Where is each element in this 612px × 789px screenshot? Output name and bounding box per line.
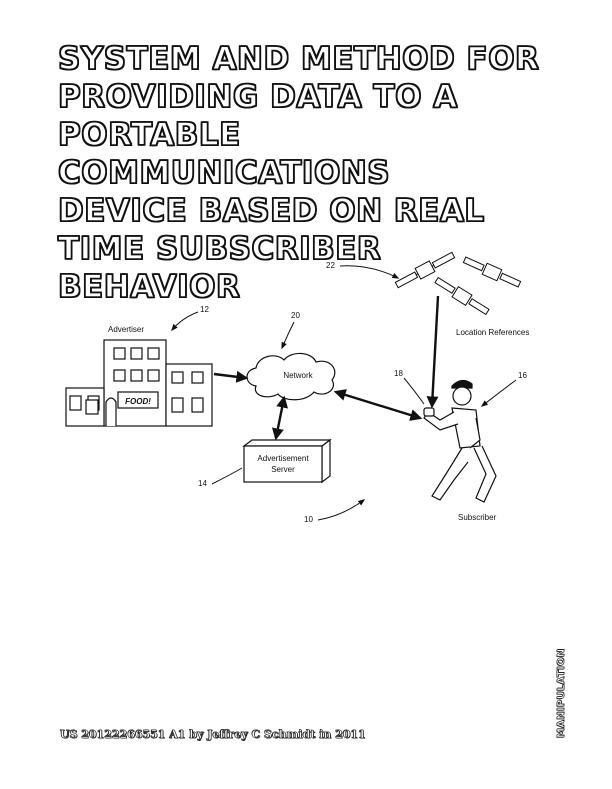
- server-ref: 14: [198, 479, 207, 488]
- device-ref-leader: [403, 377, 425, 405]
- title-line: SYSTEM AND METHOD FOR: [57, 40, 540, 78]
- satellites-ref-leader: [339, 265, 400, 279]
- satellite-icon: [434, 276, 490, 316]
- system-ref-leader: [317, 499, 366, 521]
- satellite-icon: [462, 256, 522, 288]
- title-line: DEVICE BASED ON REAL: [57, 192, 485, 230]
- server-label-line1: Advertisement: [257, 454, 309, 463]
- network-subscriber-arrow: [333, 389, 423, 421]
- title-line: PORTABLE COMMUNICATIONS: [57, 116, 391, 192]
- title-line: TIME SUBSCRIBER BEHAVIOR: [57, 230, 382, 306]
- network-ref: 20: [291, 311, 300, 320]
- satellite-icon: [394, 251, 456, 289]
- server-label-line2: Server: [271, 465, 295, 474]
- food-sign-text: FOOD!: [125, 397, 151, 406]
- network-server-arrow: [271, 395, 289, 441]
- satellite-to-device-arrow: [426, 295, 440, 409]
- subscriber-ref-leader: [480, 379, 517, 407]
- page-title: SYSTEM AND METHOD FOR PROVIDING DATA TO …: [57, 40, 558, 306]
- advertiser-label: Advertiser: [108, 325, 144, 334]
- advertisement-server: [242, 438, 332, 484]
- subscriber-figure: [423, 379, 497, 503]
- network-ref-leader: [281, 321, 295, 350]
- title-line: PROVIDING DATA TO A: [57, 78, 458, 116]
- server-ref-leader: [211, 467, 243, 485]
- side-category-label: MANIPULATION: [556, 648, 568, 738]
- subscriber-label: Subscriber: [458, 513, 497, 522]
- satellites-ref: 22: [326, 261, 335, 270]
- device-ref: 18: [394, 369, 403, 378]
- advertiser-ref: 12: [200, 305, 209, 314]
- system-ref: 10: [304, 515, 313, 524]
- location-references-label: Location References: [456, 328, 529, 337]
- advertiser-ref-leader: [171, 311, 199, 332]
- subscriber-ref: 16: [518, 371, 527, 380]
- advertiser-building: [65, 339, 213, 427]
- advertiser-to-network-arrow: [213, 370, 249, 383]
- network-label: Network: [283, 371, 313, 380]
- patent-citation: US 20122266551 A1 by Jeffrey C Schmidt i…: [60, 728, 366, 742]
